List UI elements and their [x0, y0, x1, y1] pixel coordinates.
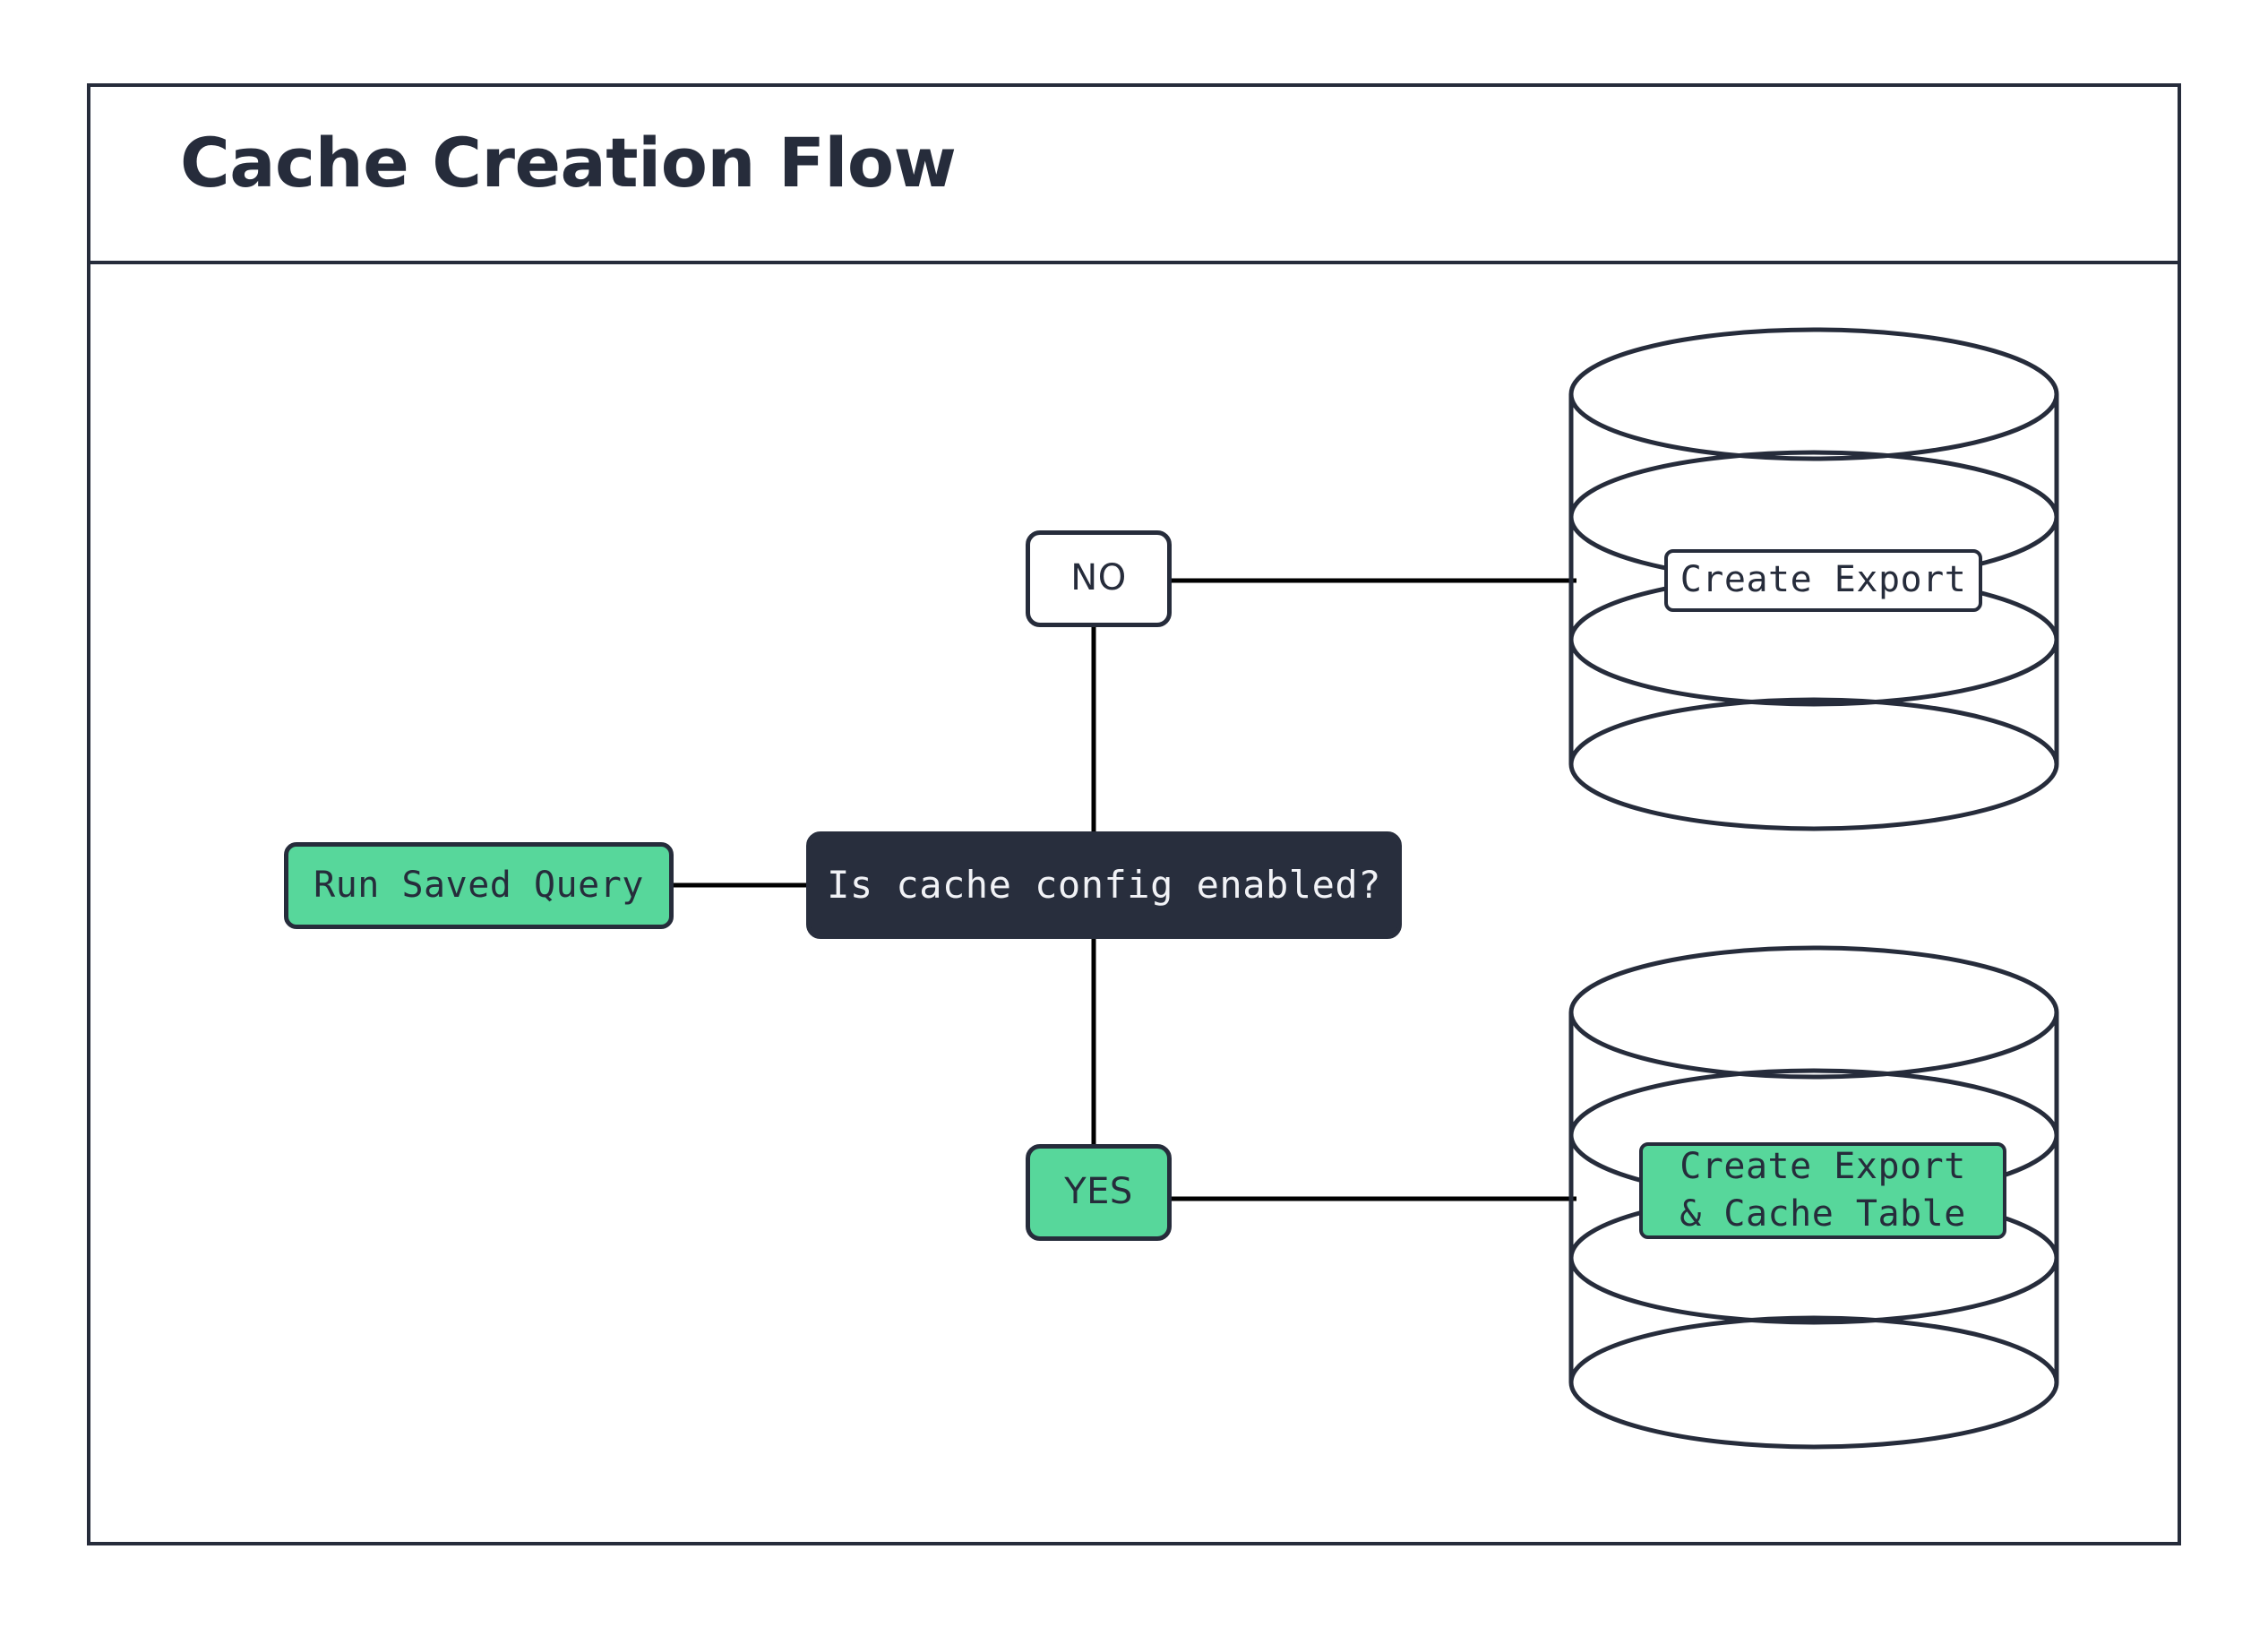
node-run-saved-query[interactable]: Run Saved Query — [284, 842, 674, 929]
diagram-frame: Cache Creation Flow — [87, 83, 2181, 1545]
node-create-export-cache-table-label[interactable]: Create Export & Cache Table — [1639, 1142, 2006, 1239]
page-title: Cache Creation Flow — [180, 123, 957, 202]
node-create-export-label[interactable]: Create Export — [1664, 549, 1982, 612]
node-is-cache-config-enabled[interactable]: Is cache config enabled? — [806, 831, 1402, 939]
diagram-title-bar: Cache Creation Flow — [90, 87, 2178, 264]
node-branch-no[interactable]: NO — [1026, 530, 1172, 627]
node-branch-yes[interactable]: YES — [1026, 1144, 1172, 1241]
